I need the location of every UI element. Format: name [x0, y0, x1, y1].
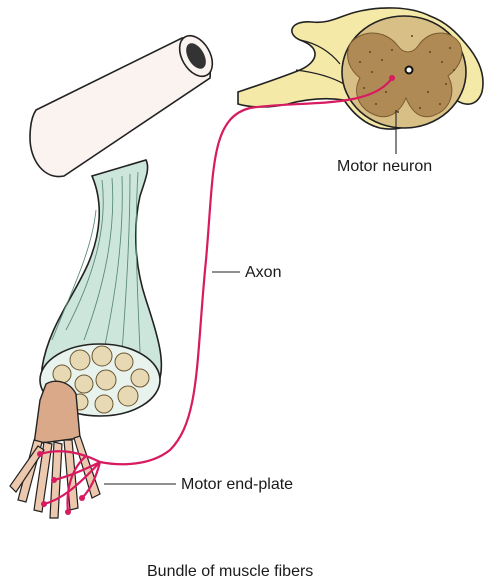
motor-end-plate-dot [41, 501, 47, 507]
motor-neuron-label: Motor neuron [337, 158, 432, 176]
central-canal [406, 67, 413, 74]
muscle [40, 160, 161, 416]
motor-end-plate-dot [51, 477, 57, 483]
motor-end-plate-dot [79, 495, 85, 501]
fiber-bundle-label: Bundle of muscle fibers [147, 563, 313, 581]
motor-end-plate-dot [389, 75, 395, 81]
fiber-bundle-sheath [34, 381, 80, 444]
motor-end-plate-label: Motor end-plate [181, 476, 293, 494]
spinal-cord-section [238, 8, 483, 129]
motor-end-plate-dot [65, 509, 71, 515]
tendon [30, 30, 219, 177]
motor-end-plate-dot [37, 451, 43, 457]
axon-label: Axon [245, 264, 281, 282]
